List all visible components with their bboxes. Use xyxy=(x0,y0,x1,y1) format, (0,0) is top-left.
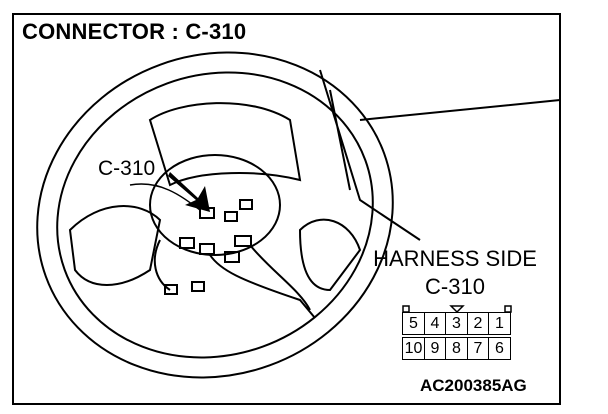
connector-face: 5 4 3 2 1 10 9 8 7 6 xyxy=(402,312,511,360)
pin-2: 2 xyxy=(466,312,490,335)
pin-1: 1 xyxy=(488,312,511,335)
connector-top-row: 5 4 3 2 1 xyxy=(402,312,511,335)
connector-bottom-row: 10 9 8 7 6 xyxy=(402,336,511,360)
spoke-upper xyxy=(148,102,302,187)
key-mark-icon xyxy=(449,305,465,314)
pin-4: 4 xyxy=(423,312,447,335)
pin-8: 8 xyxy=(445,336,468,360)
dashboard-lines xyxy=(319,69,561,241)
callout-label: C-310 xyxy=(98,157,156,180)
pin-7: 7 xyxy=(466,336,490,360)
diagram-frame xyxy=(12,13,561,405)
wheel-rim-inner xyxy=(56,71,374,359)
spoke-left xyxy=(68,205,162,286)
pin-10: 10 xyxy=(402,336,425,360)
pin-5: 5 xyxy=(402,312,425,335)
harness-connector-label: C-310 xyxy=(425,274,485,299)
spoke-right xyxy=(298,218,362,292)
wheel-rim-outer xyxy=(36,51,394,379)
arrow-icon xyxy=(168,172,210,212)
page-title: CONNECTOR : C-310 xyxy=(22,19,247,44)
figure-code: AC200385AG xyxy=(420,376,527,395)
harness-side-label: HARNESS SIDE xyxy=(373,246,537,271)
pin-9: 9 xyxy=(423,336,447,360)
pin-6: 6 xyxy=(488,336,511,360)
pin-3: 3 xyxy=(445,312,468,335)
harness-side-caption: HARNESS SIDE C-310 xyxy=(360,245,550,301)
